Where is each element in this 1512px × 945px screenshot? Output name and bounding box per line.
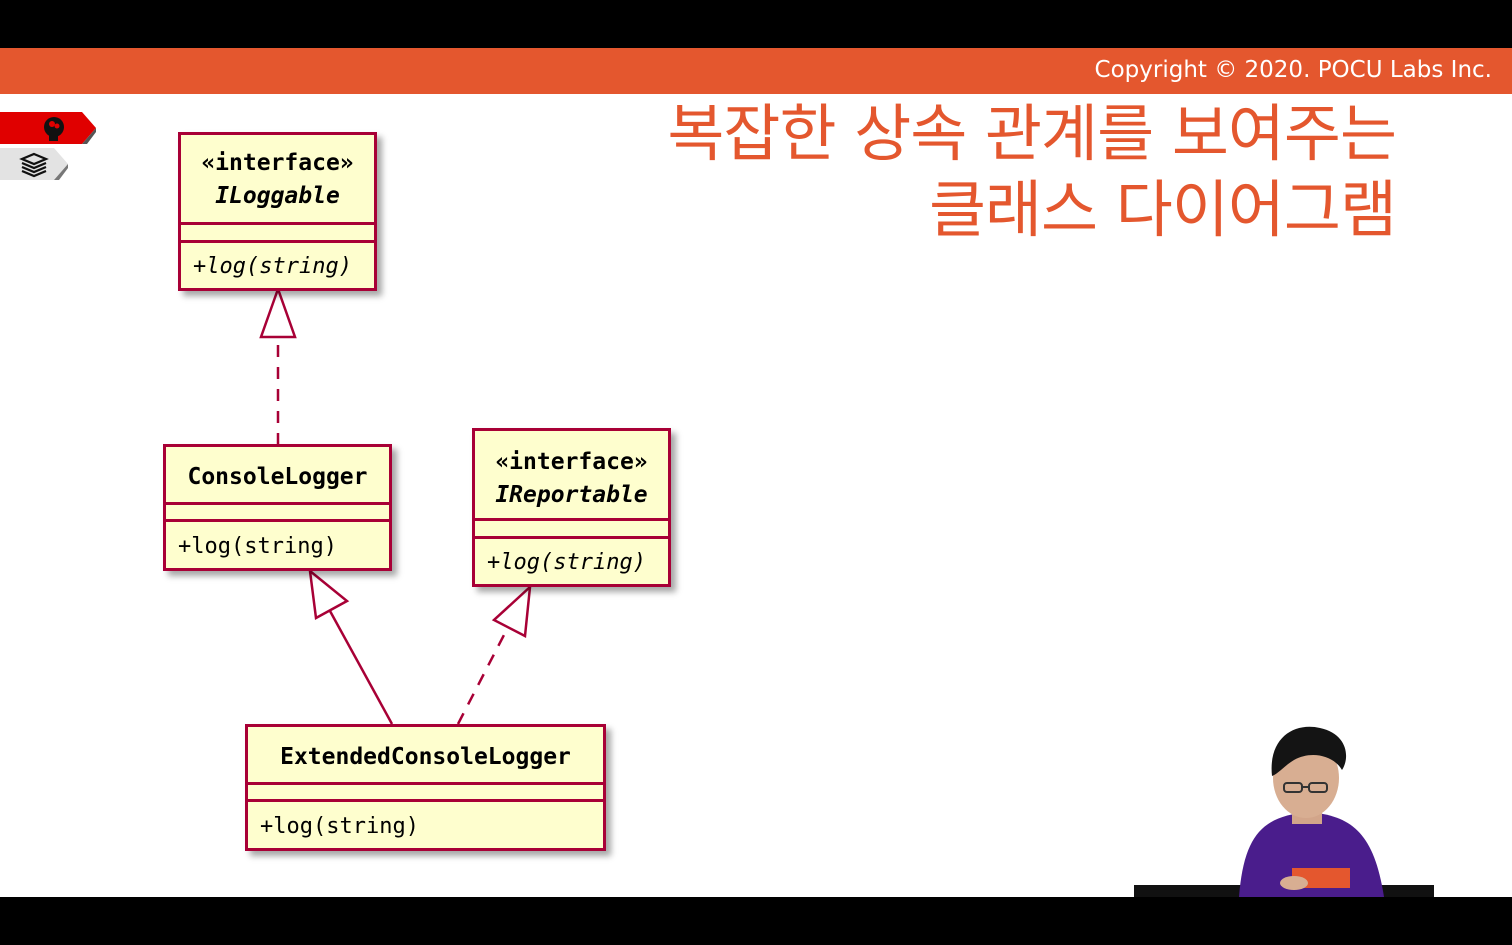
stereotype-label: «interface» (201, 150, 354, 176)
uml-class-consolelogger[interactable]: ConsoleLogger +log(string) (163, 444, 392, 571)
method-label: +log(string) (178, 534, 337, 559)
uml-class-iloggable[interactable]: «interface» ILoggable +log(string) (178, 132, 377, 291)
letterbox-top (0, 0, 1512, 48)
generalization-line (328, 610, 394, 725)
divider (181, 240, 374, 243)
uml-class-ireportable[interactable]: «interface» IReportable +log(string) (472, 428, 671, 587)
divider (166, 502, 389, 505)
divider (248, 799, 603, 802)
method-label: +log(string) (193, 254, 352, 279)
letterbox-bottom (0, 897, 1512, 945)
header-band: Copyright © 2020. POCU Labs Inc. (0, 48, 1512, 94)
copyright-text: Copyright © 2020. POCU Labs Inc. (1094, 57, 1492, 83)
presenter-video (1134, 726, 1434, 897)
realization-line-ireportable (456, 632, 507, 725)
method-label: +log(string) (260, 814, 419, 839)
realization-arrowhead-iloggable (259, 285, 297, 339)
brain-head-icon[interactable] (0, 112, 96, 144)
generalization-arrowhead (308, 568, 350, 620)
divider (181, 222, 374, 225)
stereotype-label: «interface» (495, 449, 648, 475)
divider (475, 518, 668, 521)
realization-arrowhead-ireportable (491, 583, 532, 638)
relation-arrows (259, 285, 532, 725)
slide-title: 복잡한 상속 관계를 보여주는 클래스 다이어그램 (667, 96, 1397, 248)
class-name: ExtendedConsoleLogger (280, 744, 571, 770)
slide-title-line1: 복잡한 상속 관계를 보여주는 (667, 97, 1397, 170)
method-label: +log(string) (487, 550, 646, 575)
uml-class-extendedconsolelogger[interactable]: ExtendedConsoleLogger +log(string) (245, 724, 606, 851)
divider (475, 536, 668, 539)
stacked-layers-icon[interactable] (0, 148, 68, 180)
divider (166, 519, 389, 522)
class-name: ILoggable (215, 183, 340, 209)
divider (248, 782, 603, 785)
class-name: ConsoleLogger (187, 464, 368, 490)
slide-title-line2: 클래스 다이어그램 (928, 173, 1397, 246)
class-name: IReportable (495, 482, 648, 508)
slide: Copyright © 2020. POCU Labs Inc. 복잡한 상속 … (0, 48, 1512, 897)
